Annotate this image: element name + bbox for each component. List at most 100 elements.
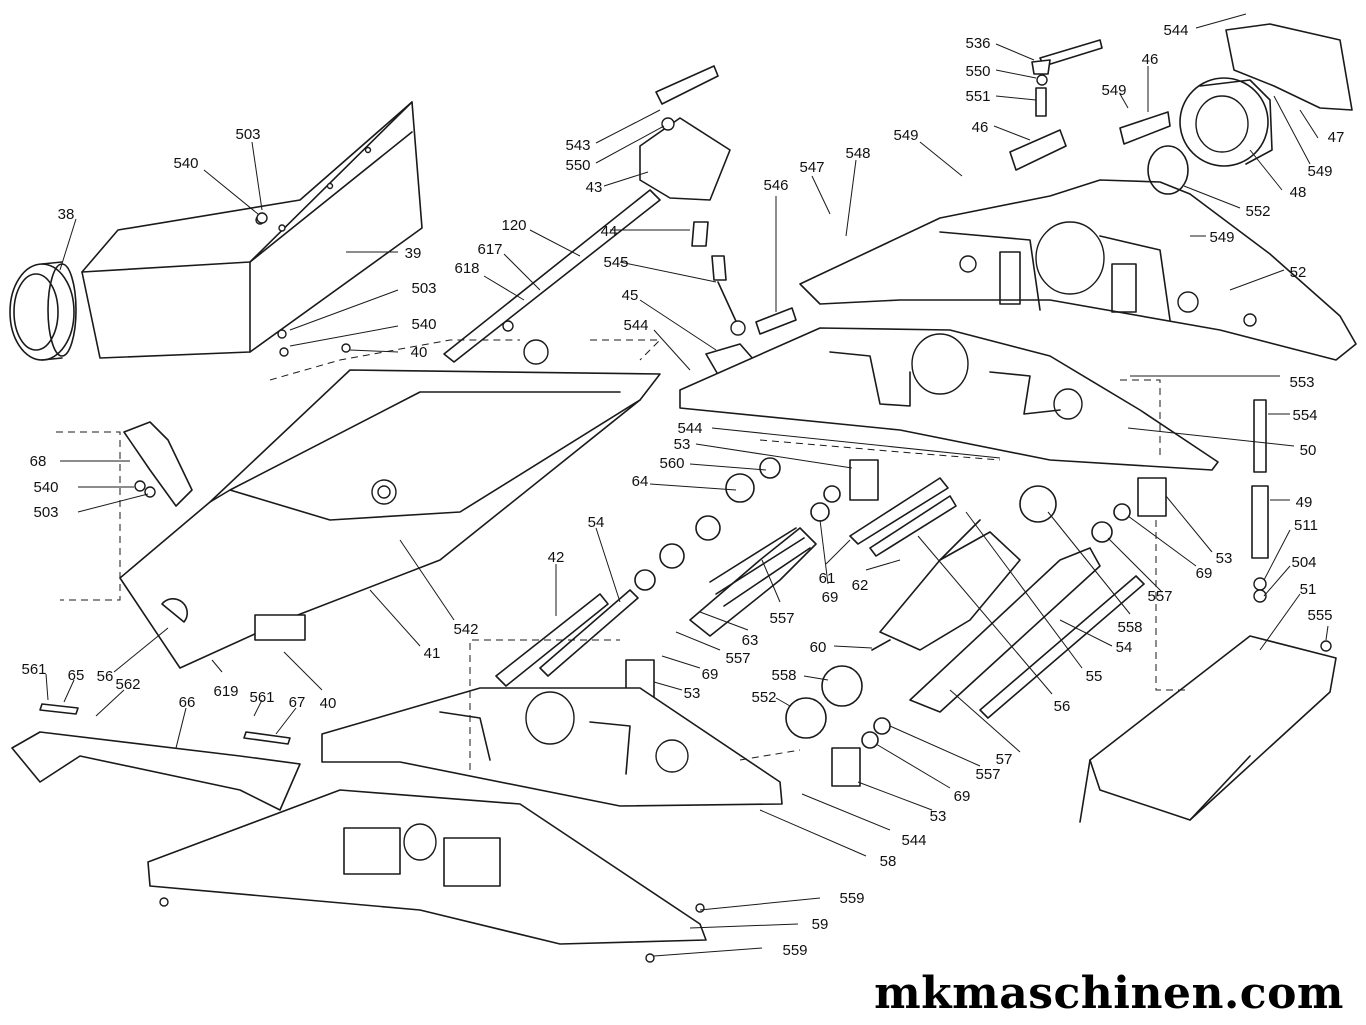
callout-label: 51 xyxy=(1300,581,1317,598)
part-41-table-plate xyxy=(119,339,661,669)
callout-label: 503 xyxy=(235,126,260,143)
callout-label: 561 xyxy=(249,689,274,706)
callout-label: 552 xyxy=(751,689,776,706)
part-63-feed-roller xyxy=(689,527,817,637)
callout-label: 52 xyxy=(1290,264,1307,281)
callout-label: 544 xyxy=(901,832,926,849)
part-536-handle xyxy=(1031,39,1103,117)
callout-label: 50 xyxy=(1300,442,1317,459)
callout-label: 56 xyxy=(1054,698,1071,715)
callout-label: 503 xyxy=(411,280,436,297)
callout-label: 540 xyxy=(411,316,436,333)
callout-label: 40 xyxy=(320,695,337,712)
callout-label: 53 xyxy=(930,808,947,825)
callouts: 38 540 503 39 503 540 40 68 540 503 543 … xyxy=(21,13,1345,959)
callout-label: 46 xyxy=(1142,51,1159,68)
callout-label: 536 xyxy=(965,35,990,52)
callout-label: 48 xyxy=(1290,184,1307,201)
callout-label: 551 xyxy=(965,88,990,105)
callout-label: 62 xyxy=(852,577,869,594)
part-59-base-casting xyxy=(147,789,707,963)
part-51-chute xyxy=(1079,635,1337,823)
callout-label: 555 xyxy=(1307,607,1332,624)
callout-label: 549 xyxy=(1209,229,1234,246)
callout-label: 69 xyxy=(1196,565,1213,582)
callout-label: 59 xyxy=(812,916,829,933)
callout-label: 545 xyxy=(603,254,628,271)
callout-label: 66 xyxy=(179,694,196,711)
part-57-outfeed-roller xyxy=(909,547,1101,713)
bearings-and-blocks xyxy=(625,457,1167,787)
callout-label: 63 xyxy=(742,632,759,649)
callout-label: 43 xyxy=(586,179,603,196)
callout-label: 68 xyxy=(30,453,47,470)
part-43-fence-head xyxy=(639,65,731,201)
callout-label: 39 xyxy=(405,245,422,262)
part-58-side-plate xyxy=(321,687,783,807)
callout-label: 53 xyxy=(674,436,691,453)
callout-label: 558 xyxy=(1117,619,1142,636)
callout-label: 69 xyxy=(822,589,839,606)
callout-label: 511 xyxy=(1294,517,1318,534)
part-65-67-clips xyxy=(39,703,291,745)
part-546-pin xyxy=(755,307,797,335)
callout-label: 57 xyxy=(996,751,1013,768)
callout-label: 561 xyxy=(21,661,46,678)
callout-label: 65 xyxy=(68,667,85,684)
callout-label: 69 xyxy=(954,788,971,805)
part-52-main-casting xyxy=(799,179,1357,361)
callout-label: 559 xyxy=(782,942,807,959)
callout-label: 562 xyxy=(115,676,140,693)
callout-label: 64 xyxy=(632,473,649,490)
callout-label: 557 xyxy=(1147,588,1172,605)
callout-label: 547 xyxy=(799,159,824,176)
part-552-oring xyxy=(1147,145,1189,195)
callout-label: 41 xyxy=(424,645,441,662)
callout-label: 54 xyxy=(1116,639,1133,656)
callout-label: 49 xyxy=(1296,494,1313,511)
callout-label: 550 xyxy=(565,157,590,174)
callout-label: 42 xyxy=(548,549,565,566)
part-120-rod xyxy=(443,189,661,363)
callout-label: 550 xyxy=(965,63,990,80)
part-47-cover xyxy=(1225,23,1353,111)
callout-label: 553 xyxy=(1289,374,1314,391)
part-68-bracket xyxy=(123,421,193,507)
callout-label: 120 xyxy=(501,217,526,234)
callout-label: 38 xyxy=(58,206,75,223)
callout-label: 61 xyxy=(819,570,836,587)
part-50-side-plate xyxy=(679,327,1219,471)
callout-label: 549 xyxy=(1307,163,1332,180)
callout-label: 67 xyxy=(289,694,306,711)
callout-label: 46 xyxy=(972,119,989,136)
callout-label: 559 xyxy=(839,890,864,907)
callout-label: 618 xyxy=(454,260,479,277)
callout-label: 546 xyxy=(763,177,788,194)
part-39-hood xyxy=(81,101,423,359)
callout-label: 544 xyxy=(1163,22,1188,39)
callout-label: 53 xyxy=(1216,550,1233,567)
watermark-text: mkmaschinen.com xyxy=(874,968,1344,1019)
callout-label: 617 xyxy=(477,241,502,258)
callout-label: 540 xyxy=(173,155,198,172)
part-48-bearing-housing xyxy=(1179,77,1273,167)
part-54-shaft-left xyxy=(495,589,639,687)
part-54-shaft-right xyxy=(979,575,1145,719)
part-45-block xyxy=(705,320,755,379)
callout-label: 44 xyxy=(601,223,618,240)
callout-label: 543 xyxy=(565,137,590,154)
callout-label: 540 xyxy=(33,479,58,496)
callout-label: 560 xyxy=(659,455,684,472)
callout-label: 549 xyxy=(1101,82,1126,99)
assembly-lines xyxy=(56,339,1190,770)
callout-label: 542 xyxy=(453,621,478,638)
callout-label: 47 xyxy=(1328,129,1345,146)
callout-label: 554 xyxy=(1292,407,1317,424)
part-554-threaded-rod xyxy=(1251,399,1269,603)
callout-label: 54 xyxy=(588,514,605,531)
callout-label: 504 xyxy=(1291,554,1316,571)
callout-label: 58 xyxy=(880,853,897,870)
part-46-blocks xyxy=(1009,111,1171,171)
callout-label: 503 xyxy=(33,504,58,521)
